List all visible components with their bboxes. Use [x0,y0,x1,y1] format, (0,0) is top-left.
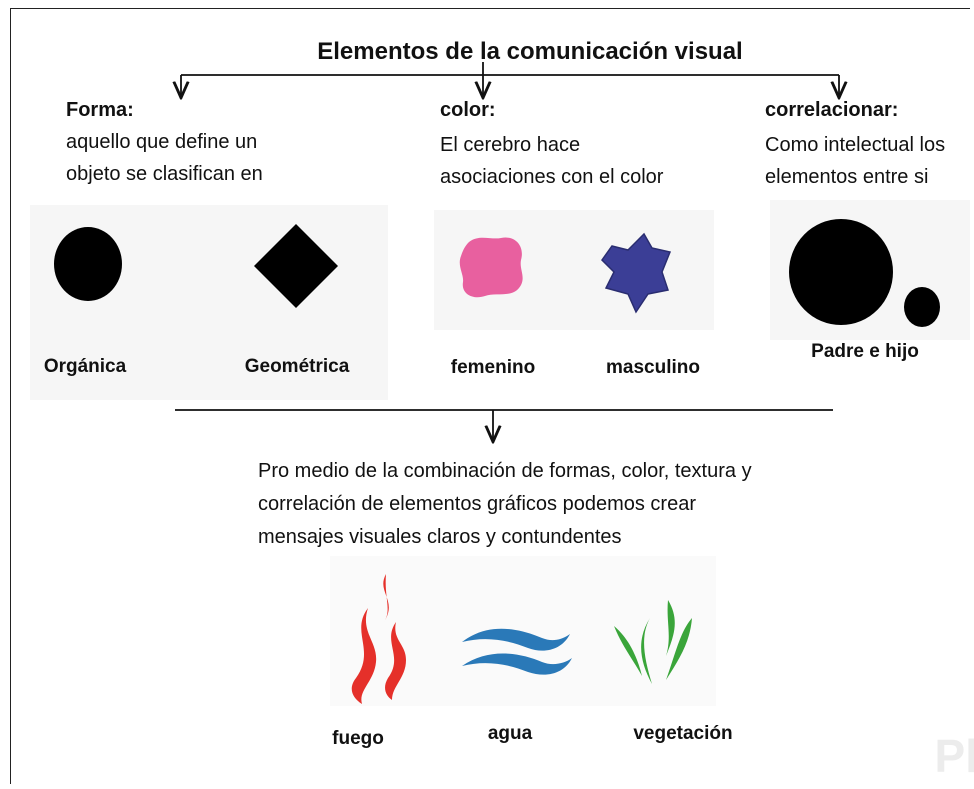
blue-star-shape-icon [601,232,672,314]
color-description: El cerebro hace asociaciones con el colo… [440,129,663,193]
fuego-label: fuego [332,728,384,749]
parent-child-circles-icon [789,219,940,327]
correlacionar-heading: correlacionar: [765,99,899,121]
diagram-title: Elementos de la comunicación visual [317,38,743,65]
bottom-description: Pro medio de la combinación de formas, c… [258,455,858,554]
watermark-logo: Pl [934,730,974,782]
correlacionar-line-2: elementos entre si [765,166,929,188]
agua-label: agua [487,723,533,744]
color-line-2: asociaciones con el color [440,166,664,188]
correlacionar-line-1: Como intelectual los [765,134,946,156]
forma-line-1: aquello que define un [66,131,258,153]
forma-description: aquello que define un objeto se clasific… [66,126,263,190]
color-line-1: El cerebro hace [440,134,581,156]
padre-hijo-label: Padre e hijo [811,341,919,362]
bottom-line-1: Pro medio de la combinación de formas, c… [258,460,752,482]
forma-line-2: objeto se clasifican en [66,163,263,185]
bottom-line-2: correlación de elementos gráficos podemo… [258,493,696,515]
vegetation-icon [614,600,692,684]
bottom-line-3: mensajes visuales claros y contundentes [258,526,622,548]
forma-heading: Forma: [66,99,134,121]
water-icon [462,628,572,675]
fire-icon [351,574,406,704]
vegetacion-label: vegetación [633,723,733,744]
diagram-frame [10,8,970,784]
geometric-diamond-icon [254,224,338,308]
color-heading: color: [440,99,496,121]
pink-blob-icon [459,237,523,298]
correlacionar-description: Como intelectual los elementos entre si [765,129,945,193]
masculino-label: masculino [606,357,700,378]
organica-label: Orgánica [43,356,127,377]
femenino-label: femenino [450,357,536,378]
geometrica-label: Geométrica [244,356,350,377]
organic-circle-icon [54,227,122,301]
